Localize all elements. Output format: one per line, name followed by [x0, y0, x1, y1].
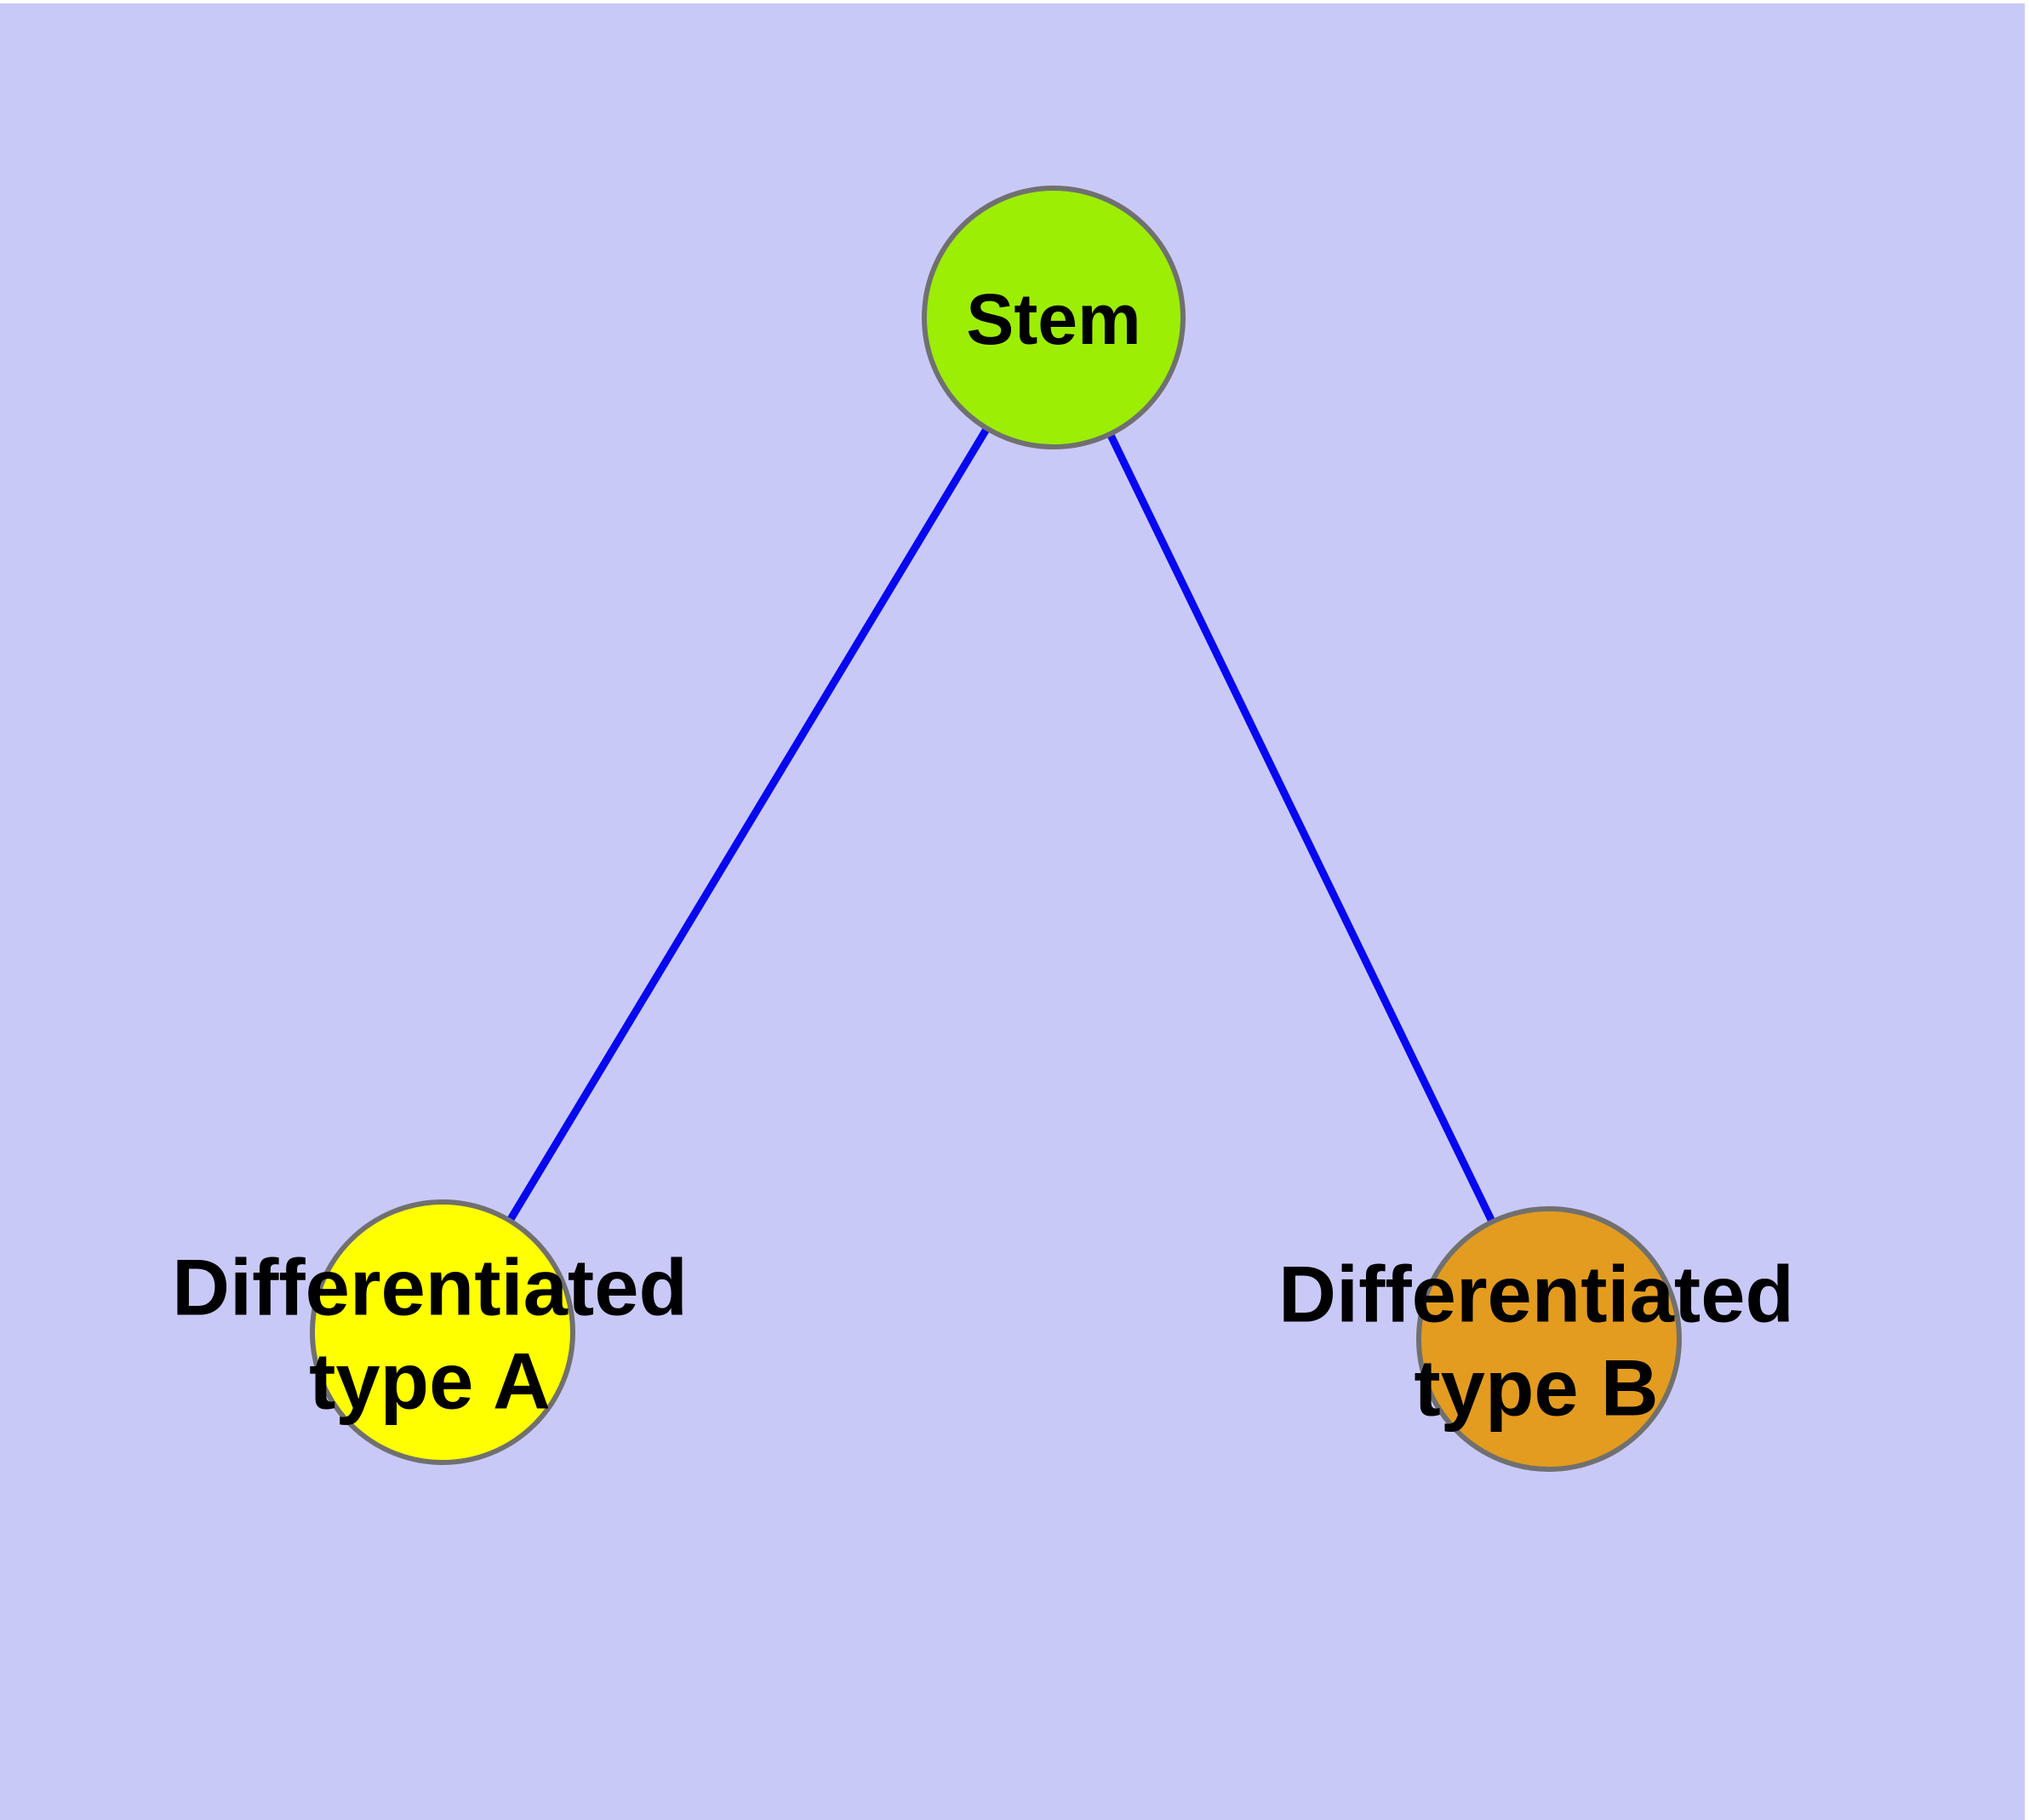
node-stem-label: Stem [966, 279, 1140, 359]
node-type-a-label-line2: type A [309, 1336, 551, 1426]
edge-stem-to-type-a [439, 315, 1057, 1335]
node-stem-circle [922, 186, 1186, 449]
node-type-b-circle [1416, 1206, 1682, 1472]
node-type-b-label-line1: Differentiated [1278, 1250, 1794, 1339]
node-type-a-circle [310, 1199, 575, 1465]
node-type-b-label-line2: type B [1414, 1343, 1658, 1433]
edge-stem-to-type-b [1049, 316, 1553, 1341]
node-type-a-label-line1: Differentiated [172, 1243, 688, 1332]
